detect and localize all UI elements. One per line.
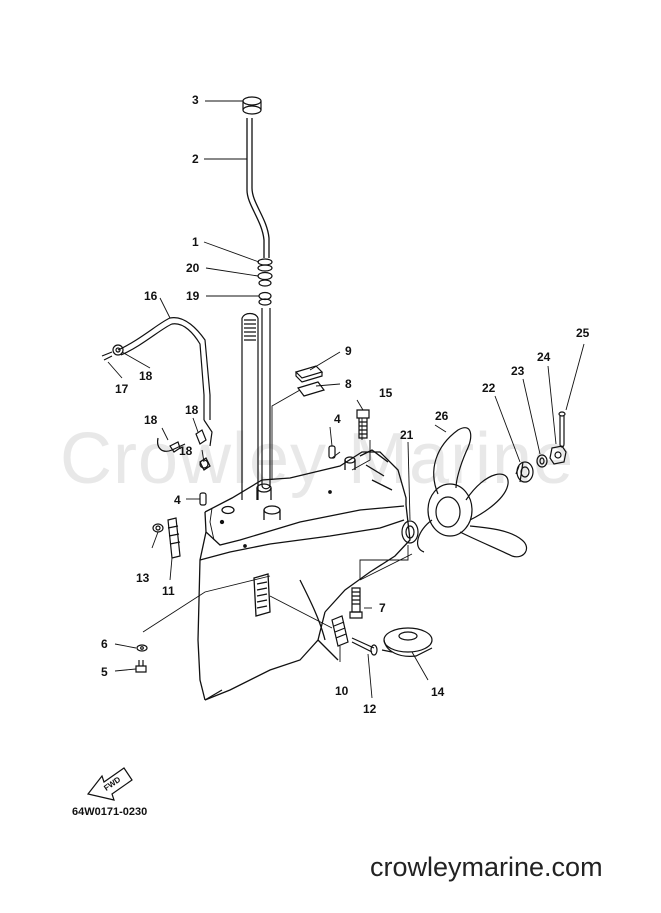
bolt-12 <box>351 637 378 656</box>
callout-20: 20 <box>186 261 200 275</box>
callout-7: 7 <box>379 601 386 615</box>
bolt-7 <box>349 587 363 619</box>
callout-24: 24 <box>537 350 551 364</box>
callout-12: 12 <box>363 702 377 716</box>
callout-2: 2 <box>192 152 199 166</box>
callout-3: 3 <box>192 93 199 107</box>
bolt-5 <box>135 660 147 673</box>
washer-6 <box>136 644 148 652</box>
water-tube <box>246 118 270 258</box>
diagram-code: 64W0171-0230 <box>72 806 148 818</box>
shim-plates <box>294 365 325 397</box>
callout-11: 11 <box>162 584 175 598</box>
callout-9: 9 <box>345 344 352 358</box>
callout-18a: 18 <box>139 369 153 383</box>
callout-23: 23 <box>511 364 525 378</box>
callout-15: 15 <box>379 386 393 400</box>
callout-22: 22 <box>482 381 496 395</box>
lower-casing <box>197 449 411 701</box>
callout-18b: 18 <box>144 413 158 427</box>
trim-tab-14 <box>381 627 433 657</box>
nut-13 <box>152 523 164 533</box>
propeller-26 <box>416 427 527 558</box>
callout-17: 17 <box>115 382 129 396</box>
fwd-arrow-label: FWD <box>102 775 122 793</box>
callout-4b: 4 <box>174 493 181 507</box>
watermark-text: Crowley Marine <box>60 419 575 499</box>
grommet-top <box>242 96 262 115</box>
leader-lines <box>107 100 585 699</box>
anode-10 <box>331 615 349 647</box>
bracket-11 <box>167 517 181 559</box>
callout-5: 5 <box>101 665 108 679</box>
callout-25: 25 <box>576 326 590 340</box>
callout-18c: 18 <box>185 403 199 417</box>
callout-10: 10 <box>335 684 349 698</box>
seal-rings <box>257 258 273 306</box>
thrust-washer-21 <box>401 520 419 544</box>
callout-16: 16 <box>144 289 158 303</box>
callout-4a: 4 <box>334 412 341 426</box>
nut-24 <box>549 445 567 465</box>
cotter-pin-25 <box>558 411 566 448</box>
callout-6: 6 <box>101 637 108 651</box>
washer-23 <box>536 454 548 468</box>
spacer-22 <box>515 461 534 483</box>
callout-13: 13 <box>136 571 150 585</box>
fwd-arrow-icon <box>86 767 133 801</box>
callout-19: 19 <box>186 289 200 303</box>
callout-14: 14 <box>431 685 445 699</box>
dowel-pins <box>199 445 336 506</box>
bolt-15 <box>356 409 370 439</box>
drive-shaft <box>241 308 271 500</box>
callout-26: 26 <box>435 409 449 423</box>
site-footer-link[interactable]: crowleymarine.com <box>370 852 603 882</box>
callout-18d: 18 <box>179 444 193 458</box>
callout-8: 8 <box>345 377 352 391</box>
callout-1: 1 <box>192 235 199 249</box>
callout-21: 21 <box>400 428 414 442</box>
